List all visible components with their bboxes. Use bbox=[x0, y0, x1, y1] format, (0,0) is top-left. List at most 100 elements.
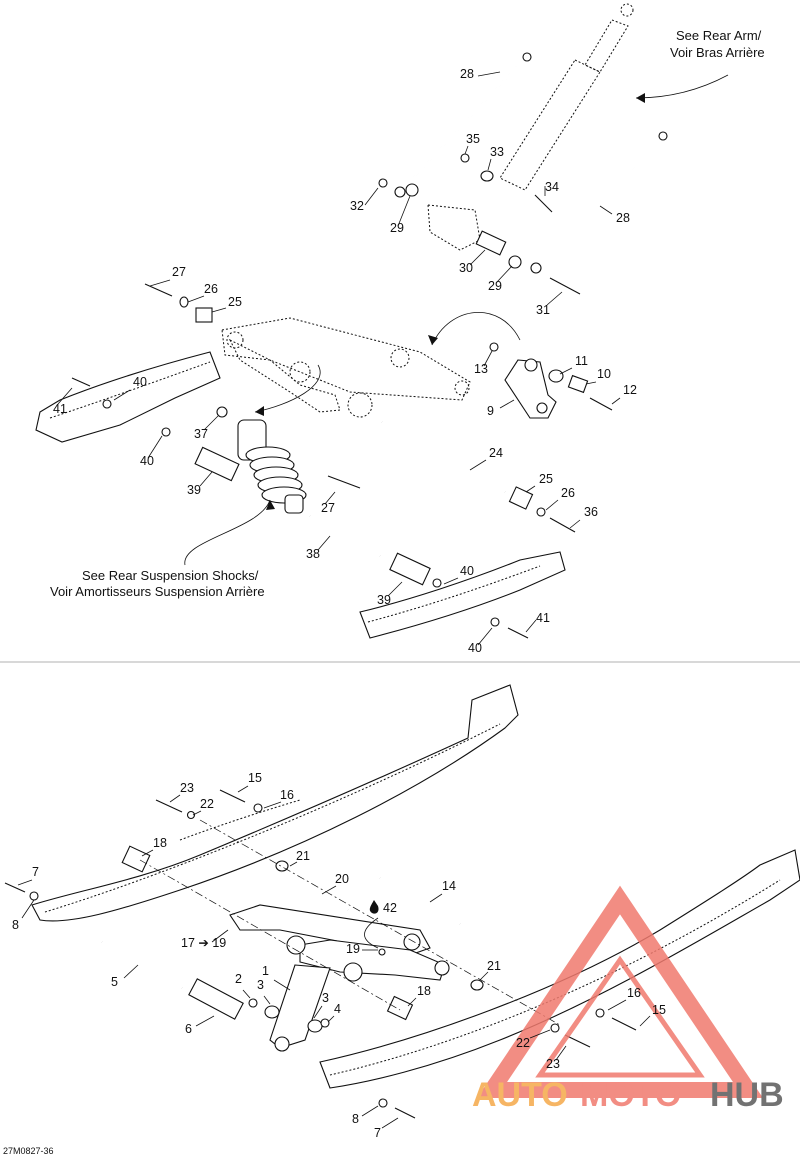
note-rear-arm-en: See Rear Arm/ bbox=[676, 28, 762, 43]
bottom-callout-16: 1 bbox=[262, 964, 269, 978]
top-leader-15 bbox=[585, 381, 597, 385]
bolt-31 bbox=[549, 277, 581, 295]
logo-text-hub: HUB bbox=[710, 1076, 784, 1114]
spacer-6 bbox=[188, 978, 244, 1020]
top-leader-8 bbox=[496, 265, 513, 283]
shock-arrow bbox=[254, 364, 321, 413]
top-leader-4 bbox=[364, 187, 379, 206]
nut-37 bbox=[216, 406, 228, 418]
bolt-15-left bbox=[219, 789, 246, 803]
bolt-27-right bbox=[549, 517, 576, 533]
spacer-10 bbox=[567, 374, 589, 394]
top-leader-0 bbox=[477, 71, 501, 77]
top-leader-10 bbox=[149, 279, 171, 287]
top-callout-0: 28 bbox=[460, 67, 474, 81]
bottom-leader-23 bbox=[639, 1015, 651, 1027]
bottom-leader-20 bbox=[407, 997, 417, 1007]
bottom-leader-9 bbox=[21, 899, 35, 919]
top-callout-5: 29 bbox=[390, 221, 404, 235]
top-leader-7 bbox=[469, 249, 486, 266]
bottom-callout-10: 42 bbox=[383, 901, 397, 915]
spacer-18-right bbox=[386, 995, 414, 1021]
bottom-leader-25 bbox=[555, 1045, 567, 1061]
bottom-leader-19 bbox=[479, 971, 489, 981]
shocks-arrow bbox=[184, 499, 271, 566]
top-callout-14: 11 bbox=[575, 354, 588, 368]
bushing-21-right bbox=[470, 979, 484, 991]
top-callout-16: 12 bbox=[623, 383, 637, 397]
top-leader-27 bbox=[324, 491, 336, 505]
top-leader-14 bbox=[559, 367, 573, 375]
nut-35 bbox=[460, 153, 470, 163]
top-callout-2: 33 bbox=[490, 145, 504, 159]
bottom-callout-15: 5 bbox=[111, 975, 118, 989]
bottom-leader-17 bbox=[313, 1005, 323, 1019]
bolt-41-right bbox=[507, 627, 529, 639]
top-callout-21: 40 bbox=[140, 454, 154, 468]
bottom-callout-17: 3 bbox=[322, 991, 329, 1005]
bushing-21-left bbox=[275, 860, 289, 872]
top-callout-23: 39 bbox=[187, 483, 201, 497]
top-callout-13: 13 bbox=[474, 362, 488, 376]
bottom-assembly bbox=[4, 684, 800, 1119]
washer-16-right bbox=[595, 1008, 605, 1018]
bottom-callout-14: 3 bbox=[257, 978, 264, 992]
rail-top-left bbox=[35, 351, 221, 443]
bolt-34 bbox=[534, 194, 553, 213]
rail-top-right bbox=[359, 551, 566, 639]
top-callout-11: 26 bbox=[204, 282, 218, 296]
bottom-callout-2: 22 bbox=[200, 797, 214, 811]
grease-fitting-19 bbox=[378, 948, 386, 956]
rod-left-28 bbox=[394, 52, 532, 198]
nut-32 bbox=[378, 178, 388, 188]
grease-lead bbox=[364, 917, 379, 949]
washer-8-left bbox=[29, 891, 39, 901]
logo-text-auto: AUTO bbox=[472, 1076, 568, 1114]
bottom-leader-26 bbox=[361, 1105, 379, 1117]
bottom-leader-6 bbox=[321, 885, 337, 895]
washer-26-right bbox=[536, 507, 546, 517]
washer-22-right bbox=[550, 1023, 560, 1033]
top-leader-32 bbox=[477, 627, 493, 646]
bottom-callout-11: 17 ➔ 19 bbox=[181, 936, 226, 950]
top-leader-12 bbox=[211, 307, 227, 313]
bottom-callout-13: 2 bbox=[235, 972, 242, 986]
bottom-leader-1 bbox=[237, 785, 249, 793]
top-leader-6 bbox=[599, 205, 613, 215]
nut-13 bbox=[489, 342, 499, 352]
washer-16-left bbox=[253, 803, 263, 813]
bottom-callout-5: 21 bbox=[296, 849, 310, 863]
top-callout-30: 39 bbox=[377, 593, 391, 607]
bottom-leader-0 bbox=[169, 794, 181, 803]
bolt-7-right bbox=[394, 1107, 416, 1119]
bottom-leader-21 bbox=[195, 1015, 215, 1027]
bottom-callout-22: 16 bbox=[627, 986, 641, 1000]
washer-40-left bbox=[102, 399, 112, 409]
note-shocks-en: See Rear Suspension Shocks/ bbox=[82, 568, 259, 583]
top-callout-26: 36 bbox=[584, 505, 598, 519]
washer-3-right bbox=[307, 1019, 323, 1033]
top-leader-29 bbox=[443, 577, 459, 585]
rear-shock-cylinder bbox=[499, 3, 634, 191]
bottom-callout-18: 4 bbox=[334, 1002, 341, 1016]
washer-8-right bbox=[378, 1098, 388, 1108]
bottom-leader-13 bbox=[242, 989, 251, 999]
washer-3-left bbox=[264, 1005, 280, 1019]
axis-line-2 bbox=[139, 859, 401, 1011]
bottom-leader-22 bbox=[607, 999, 627, 1011]
top-callout-29: 40 bbox=[460, 564, 474, 578]
top-callout-17: 9 bbox=[487, 404, 494, 418]
axis-line-1 bbox=[199, 819, 561, 1026]
top-assembly bbox=[35, 3, 729, 639]
top-leader-1 bbox=[464, 145, 469, 155]
top-callout-32: 40 bbox=[468, 641, 482, 655]
top-callout-22: 24 bbox=[489, 446, 503, 460]
top-callout-3: 34 bbox=[545, 180, 559, 194]
top-leader-9 bbox=[546, 291, 563, 306]
top-callout-7: 30 bbox=[459, 261, 473, 275]
washer-40-right-b bbox=[490, 617, 500, 627]
bottom-callout-24: 22 bbox=[516, 1036, 530, 1050]
top-leader-25 bbox=[545, 499, 559, 511]
bottom-callout-27: 7 bbox=[374, 1126, 381, 1140]
